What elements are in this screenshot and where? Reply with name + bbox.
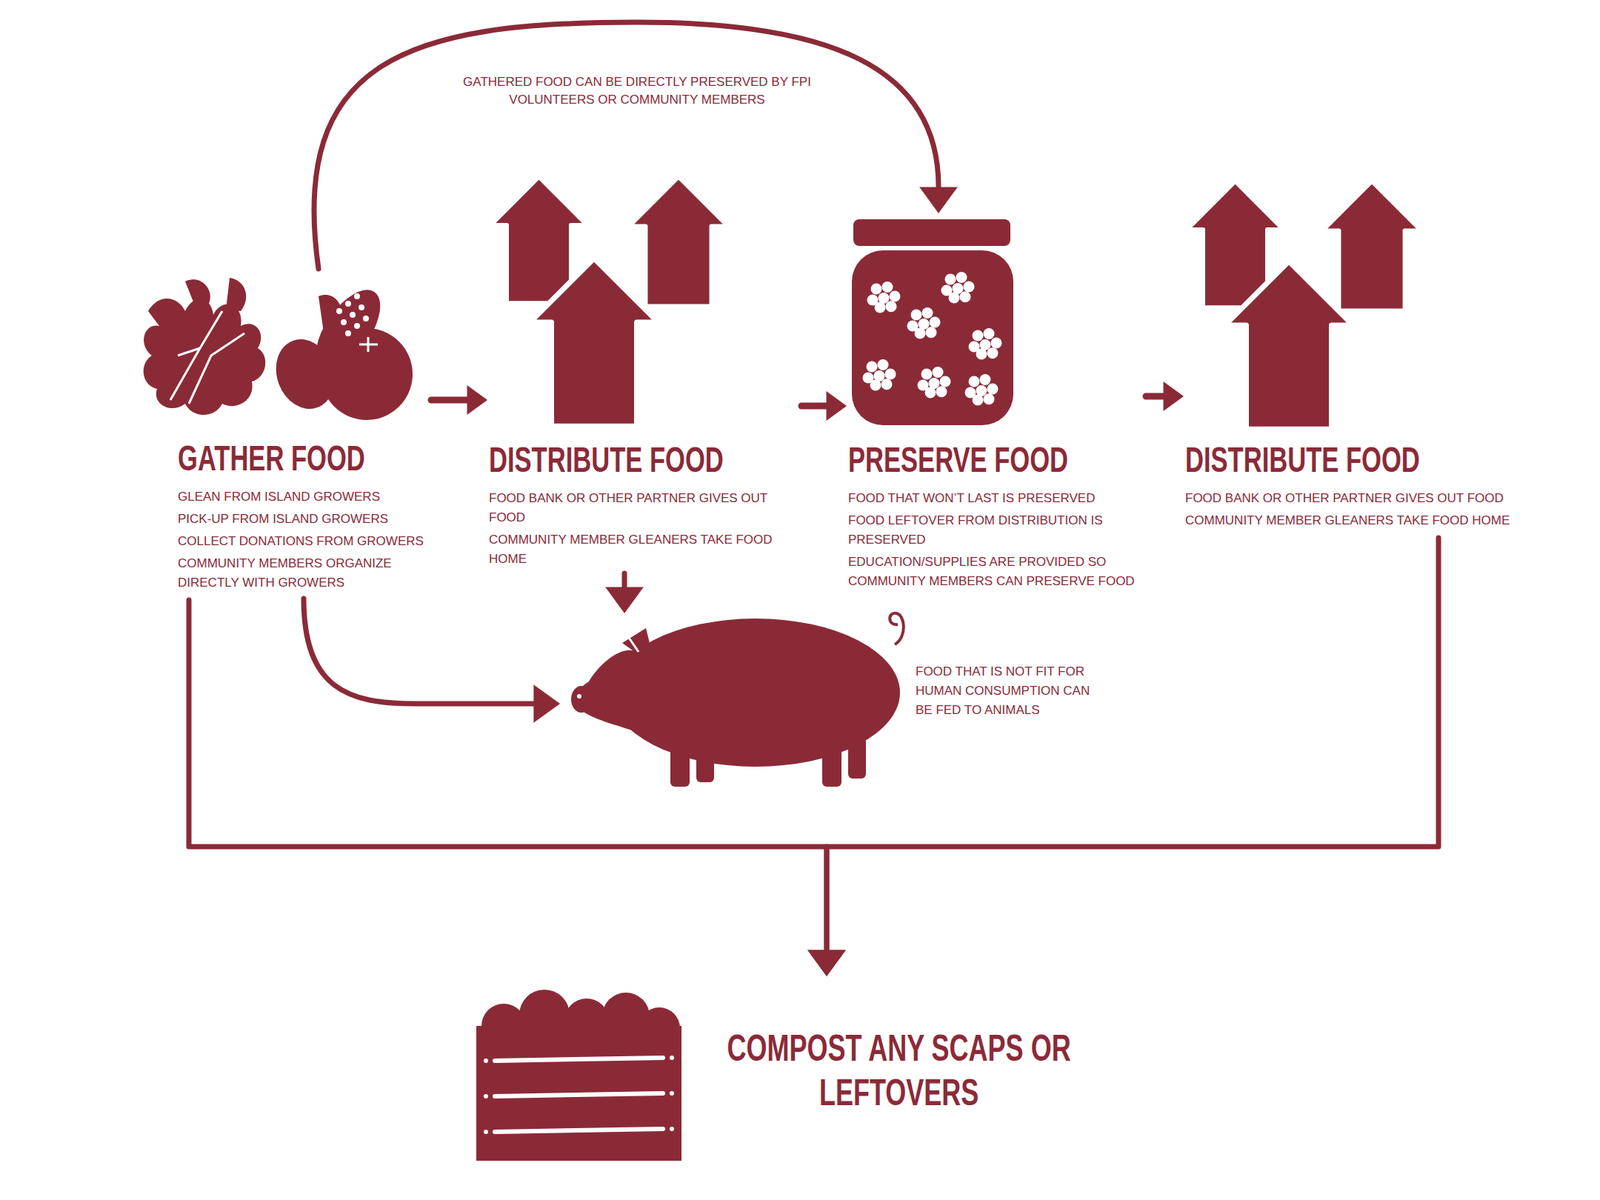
- arrowhead: [1162, 381, 1184, 412]
- flow-line: [188, 600, 827, 953]
- flow-line: [826, 537, 1439, 953]
- arrowhead: [605, 586, 644, 614]
- crate-nails: [483, 1055, 675, 1135]
- step-heading: DISTRIBUTE FOOD: [488, 438, 724, 482]
- flow-arrow: [431, 385, 488, 415]
- compost-crate-icon: [476, 989, 682, 1161]
- flow-line: [314, 22, 939, 269]
- flow-arrow: [188, 600, 846, 977]
- arrowhead: [919, 186, 958, 214]
- houses-icon: [491, 177, 729, 427]
- process-step: DISTRIBUTE FOOD FOOD BANK OR OTHER PARTNE…: [1185, 176, 1571, 531]
- vegetables-details: [170, 311, 378, 404]
- animal-feed-step: FOOD THAT IS NOT FIT FOR HUMAN CONSUMPTI…: [562, 614, 1112, 786]
- pig-nostril: [577, 694, 582, 699]
- step-heading: PRESERVE FOOD: [848, 438, 1069, 482]
- arrowhead: [807, 949, 846, 977]
- vegetables-icon: [143, 277, 413, 420]
- step-note: FOOD BANK OR OTHER PARTNER GIVES OUT FOO…: [1185, 488, 1571, 509]
- step-heading: DISTRIBUTE FOOD: [1185, 438, 1420, 482]
- step-note: COMMUNITY MEMBERS ORGANIZE DIRECTLY WITH…: [177, 554, 430, 593]
- corn-kernels: [336, 293, 369, 337]
- step-note: FOOD THAT IS NOT FIT FOR HUMAN CONSUMPTI…: [915, 662, 1109, 720]
- flow-arrow: [807, 537, 1439, 977]
- step-note: GLEAN FROM ISLAND GROWERS: [177, 487, 430, 507]
- flow-arrow: [801, 391, 847, 421]
- flow-arrow: [303, 598, 560, 723]
- pig-icon: [571, 618, 900, 787]
- step-heading: GATHER FOOD: [177, 437, 366, 480]
- step-title: COMPOST ANY SCAPS OR LEFTOVERS: [696, 1025, 1102, 1115]
- houses-icon: [1187, 181, 1422, 430]
- step-note: PICK-UP FROM ISLAND GROWERS: [177, 509, 430, 529]
- pig-tail: [889, 613, 904, 645]
- crate-slats: [494, 1057, 663, 1132]
- compost-step: COMPOST ANY SCAPS OR LEFTOVERS: [474, 977, 1275, 1163]
- step-note: COMMUNITY MEMBER GLEANERS TAKE FOOD HOME: [1185, 511, 1571, 531]
- edge-label: GATHERED FOOD CAN BE DIRECTLY PRESERVED …: [451, 73, 823, 109]
- arrowhead: [466, 385, 488, 415]
- process-step: DISTRIBUTE FOOD FOOD BANK OR OTHER PARTNE…: [488, 170, 800, 569]
- pig-ear-line: [627, 635, 639, 652]
- arrowhead: [825, 391, 847, 421]
- jar-icon: [851, 219, 1014, 426]
- arrowhead: [807, 949, 846, 977]
- flow-arrow: [605, 573, 644, 614]
- flow-arrow: [314, 22, 958, 269]
- step-note: FOOD BANK OR OTHER PARTNER GIVES OUT FOO…: [488, 488, 800, 528]
- arrowhead: [533, 684, 560, 723]
- step-note: FOOD LEFTOVER FROM DISTRIBUTION IS PRESE…: [848, 511, 1145, 550]
- step-note: COLLECT DONATIONS FROM GROWERS: [177, 531, 430, 552]
- step-note: COMMUNITY MEMBER GLEANERS TAKE FOOD HOME: [488, 530, 800, 569]
- process-step: GATHER FOOD GLEAN FROM ISLAND GROWERSPICK…: [148, 270, 430, 593]
- step-note: FOOD THAT WON’T LAST IS PRESERVED: [848, 488, 1145, 509]
- process-step: PRESERVE FOOD FOOD THAT WON’T LAST IS PRE…: [848, 214, 1145, 592]
- step-note: EDUCATION/SUPPLIES ARE PROVIDED SO COMMU…: [848, 552, 1145, 592]
- flow-line: [303, 598, 546, 704]
- flow-arrow: [1145, 381, 1184, 412]
